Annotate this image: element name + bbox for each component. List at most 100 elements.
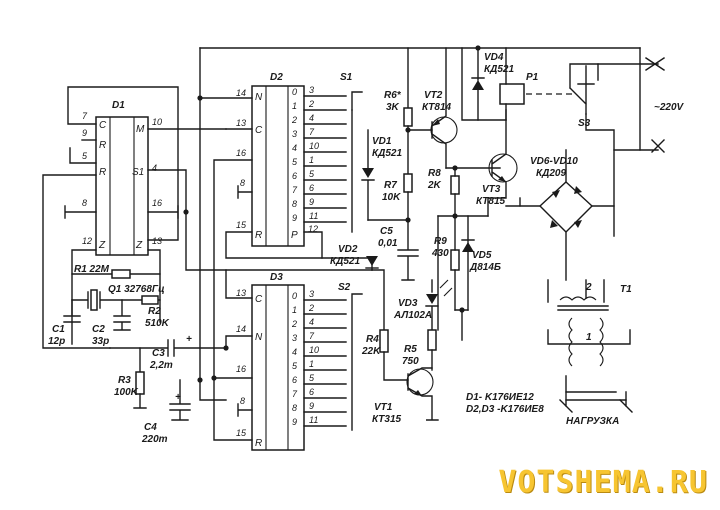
label-r3: R3 [118,375,131,386]
chip-d1: D1 C R R Z Z M S1 7 9 5 8 12 13 10 4 16 [82,100,162,256]
label-c3: C3 [152,348,165,359]
d1-label-z2: Z [135,240,143,251]
label-c5-value: 0,01 [378,238,398,249]
label-t1-primary: 2 [585,282,592,293]
d2-output-5: 5 [292,157,298,167]
d2-out-pin-4: 4 [309,113,314,123]
switch-s2: S2 [338,282,363,431]
label-s2: S2 [338,282,351,293]
d3-output-2: 2 [291,319,297,329]
d1-label-m: M [136,124,145,135]
label-r6-value: 3K [386,102,400,113]
note-d1: D1- K176ИЕ12 [466,392,534,403]
label-vd4-value: КД521 [484,64,514,75]
d3-pin-14: 14 [236,324,246,334]
label-r2-value: 510K [145,318,170,329]
d2-out-pin-7: 7 [309,127,315,137]
d2-output-1: 1 [292,101,297,111]
d3-label-n: N [255,332,263,343]
d3-out-pin-3: 3 [309,289,314,299]
d1-label-r2: R [99,167,106,178]
d1-label-r1: R [99,140,106,151]
label-c4: C4 [144,422,157,433]
d2-output-9: 9 [292,213,297,223]
label-c5: C5 [380,226,393,237]
d2-label-p: P [291,230,298,241]
d3-output-6: 6 [292,375,297,385]
d1-pin-13: 13 [152,236,162,246]
d3-output-4: 4 [292,347,297,357]
label-r7-value: 10K [382,192,401,203]
counter-wiring [183,47,641,441]
d2-label-r: R [255,230,262,241]
diode-vd2: VD2 КД521 [330,244,385,331]
d2-label-c: C [255,125,263,136]
d3-out-pin-11: 11 [309,415,318,425]
note-d2-d3: D2,D3 -K176ИЕ8 [466,404,544,415]
d2-pin-13: 13 [236,118,246,128]
d2-output-4: 4 [292,143,297,153]
reset-network: + C3 2,2m R3 100K + C4 220m [109,334,227,445]
d1-label-c: C [99,120,107,131]
d1-pin-4: 4 [152,163,157,173]
label-c3-plus: + [186,334,192,345]
chip-d3: D3 C N R 13 14 16 8 15 [236,272,305,451]
d3-output-1: 1 [292,305,297,315]
d2-output-6: 6 [292,171,297,181]
d2-out-pin-10: 10 [309,141,319,151]
label-vd3: VD3 [398,298,418,309]
label-load: НАГРУЗКА [566,416,619,427]
d1-wiring: R1 22M Q1 32768Гц R2 510K C1 12p C2 33p [42,86,373,349]
label-vt1: VT1 [374,402,393,413]
label-s3: S3 [578,118,591,129]
d2-output-3: 3 [292,129,297,139]
label-vd2: VD2 [338,244,358,255]
d3-out-pin-5: 5 [309,373,315,383]
d3-out-pin-1: 1 [309,359,314,369]
chip-d2-name: D2 [270,72,283,83]
chip-d2: D2 N C R P 14 13 16 8 15 12 [236,72,318,247]
label-c2-value: 33p [92,336,109,347]
diode-vd1: VD1 КД521 [361,129,402,221]
d1-label-s1: S1 [132,167,144,178]
label-c1-value: 12p [48,336,65,347]
d3-label-r: R [255,438,262,449]
label-s1: S1 [340,72,353,83]
d3-pin-8: 8 [240,396,245,406]
d2-out-pin-2: 2 [308,99,314,109]
switch-s1: S1 [340,72,363,233]
d3-pin-16: 16 [236,364,246,374]
d1-pin-16: 16 [152,198,162,208]
d3-out-pin-6: 6 [309,387,314,397]
label-vd2-value: КД521 [330,256,360,267]
label-r9: R9 [434,236,447,247]
label-c4-value: 220m [141,434,168,445]
d2-pin-15: 15 [236,220,247,230]
transformer-t1: 2 1 T1 НАГРУЗКА [547,279,633,427]
d2-pin-16: 16 [236,148,246,158]
d2-out-pin-9: 9 [309,197,314,207]
label-c3-value: 2,2m [149,360,173,371]
label-r6: R6* [384,90,402,101]
d2-out-pin-11: 11 [309,211,318,221]
label-t1-secondary: 1 [586,332,592,343]
d3-output-8: 8 [292,403,297,413]
label-vd6: VD6-VD10 [530,156,578,167]
label-r2: R2 [148,306,161,317]
label-vd5-value: Д814Б [469,262,501,273]
label-r4-value: 22K [361,346,381,357]
transistor-vt2: VT2 КТ814 [422,47,458,169]
d2-out-pin-3: 3 [309,85,314,95]
d3-out-pin-9: 9 [309,401,314,411]
label-mains: ~220V [654,102,685,113]
d3-out-pin-10: 10 [309,345,319,355]
d3-output-0: 0 [292,291,297,301]
d2-output-8: 8 [292,199,297,209]
output-stage: R8 2K R9 430 VD5 Д814Б VT3 КТ815 [427,109,518,341]
mains-input: ~220V [597,47,685,153]
label-r8: R8 [428,168,441,179]
d1-pin-5: 5 [82,151,88,161]
label-vt1-value: КТ315 [372,414,402,425]
